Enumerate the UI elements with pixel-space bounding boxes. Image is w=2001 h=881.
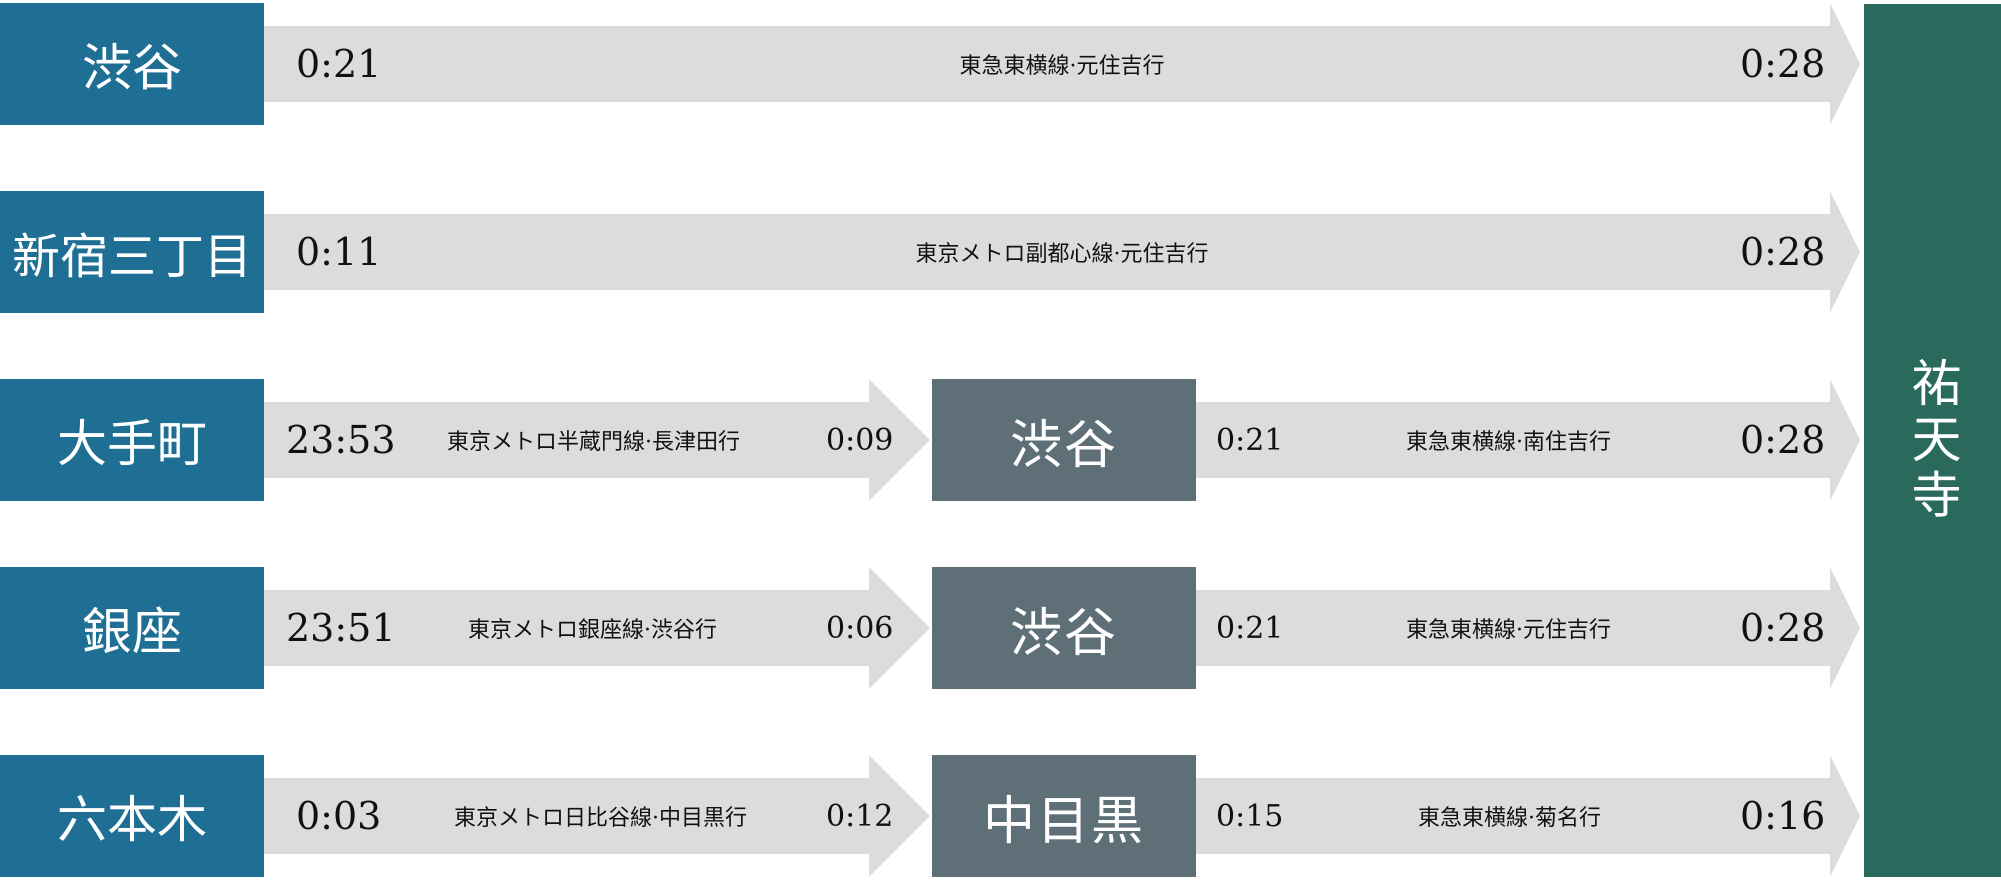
destination-station-box: 祐天寺 bbox=[1864, 4, 2001, 877]
arrow-shape bbox=[1196, 755, 1860, 877]
leg1-arrow: 23:53 東京メトロ半蔵門線·長津田行 0:09 bbox=[264, 379, 930, 501]
origin-station-label: 六本木 bbox=[0, 755, 264, 877]
origin-station-label: 銀座 bbox=[0, 567, 264, 689]
line-name: 東急東横線·元住吉行 bbox=[1406, 618, 1611, 643]
line-name: 東京メトロ銀座線·渋谷行 bbox=[468, 618, 717, 643]
arrow-shape bbox=[264, 3, 1860, 125]
depart-time: 0:21 bbox=[296, 42, 382, 86]
arrive-time: 0:06 bbox=[826, 610, 894, 646]
leg1-arrow: 0:03 東京メトロ日比谷線·中目黒行 0:12 bbox=[264, 755, 930, 877]
arrow-shape bbox=[1196, 379, 1860, 501]
depart-time: 0:03 bbox=[296, 794, 382, 838]
arrow-shape bbox=[1196, 567, 1860, 689]
arrow-shape bbox=[264, 755, 930, 877]
route-row-roppongi: 六本木 0:03 東京メトロ日比谷線·中目黒行 0:12 中目黒 0:15 東急… bbox=[0, 755, 1860, 877]
arrow-shape bbox=[264, 567, 930, 689]
leg1-arrow: 23:51 東京メトロ銀座線·渋谷行 0:06 bbox=[264, 567, 930, 689]
arrow-shape bbox=[264, 379, 930, 501]
destination-station-label: 祐天寺 bbox=[1903, 356, 1962, 525]
transfer-station-label: 渋谷 bbox=[932, 567, 1196, 689]
leg2-arrow: 0:21 東急東横線·元住吉行 0:28 bbox=[1196, 567, 1860, 689]
leg2-arrow: 0:21 東急東横線·南住吉行 0:28 bbox=[1196, 379, 1860, 501]
depart-time: 0:11 bbox=[296, 230, 382, 274]
route-row-otemachi: 大手町 23:53 東京メトロ半蔵門線·長津田行 0:09 渋谷 0:21 東急… bbox=[0, 379, 1860, 501]
arrive-time: 0:12 bbox=[826, 798, 894, 834]
depart-time: 0:15 bbox=[1216, 798, 1284, 834]
route-row-shibuya: 渋谷 0:21 東急東横線·元住吉行 0:28 bbox=[0, 3, 1860, 125]
depart-time: 0:21 bbox=[1216, 610, 1284, 646]
arrow-shape bbox=[264, 191, 1860, 313]
arrive-time: 0:09 bbox=[826, 422, 894, 458]
arrive-time: 0:28 bbox=[1740, 230, 1826, 274]
route-row-shinjuku-sanchome: 新宿三丁目 0:11 東京メトロ副都心線·元住吉行 0:28 bbox=[0, 191, 1860, 313]
arrive-time: 0:28 bbox=[1740, 42, 1826, 86]
transfer-station-label: 渋谷 bbox=[932, 379, 1196, 501]
line-name: 東急東横線·南住吉行 bbox=[1406, 430, 1611, 455]
depart-time: 23:51 bbox=[286, 606, 396, 650]
direct-arrow: 0:21 東急東横線·元住吉行 0:28 bbox=[264, 3, 1860, 125]
arrive-time: 0:28 bbox=[1740, 418, 1826, 462]
arrive-time: 0:28 bbox=[1740, 606, 1826, 650]
line-name: 東急東横線·菊名行 bbox=[1418, 806, 1601, 831]
origin-station-label: 新宿三丁目 bbox=[0, 191, 264, 313]
leg2-arrow: 0:15 東急東横線·菊名行 0:16 bbox=[1196, 755, 1860, 877]
arrive-time: 0:16 bbox=[1740, 794, 1826, 838]
transfer-station-label: 中目黒 bbox=[932, 755, 1196, 877]
line-name: 東京メトロ日比谷線·中目黒行 bbox=[454, 806, 747, 831]
direct-arrow: 0:11 東京メトロ副都心線·元住吉行 0:28 bbox=[264, 191, 1860, 313]
line-name: 東急東横線·元住吉行 bbox=[959, 54, 1165, 79]
line-name: 東京メトロ副都心線·元住吉行 bbox=[915, 242, 1209, 267]
line-name: 東京メトロ半蔵門線·長津田行 bbox=[447, 430, 740, 455]
depart-time: 23:53 bbox=[286, 418, 396, 462]
depart-time: 0:21 bbox=[1216, 422, 1284, 458]
route-row-ginza: 銀座 23:51 東京メトロ銀座線·渋谷行 0:06 渋谷 0:21 東急東横線… bbox=[0, 567, 1860, 689]
origin-station-label: 大手町 bbox=[0, 379, 264, 501]
origin-station-label: 渋谷 bbox=[0, 3, 264, 125]
